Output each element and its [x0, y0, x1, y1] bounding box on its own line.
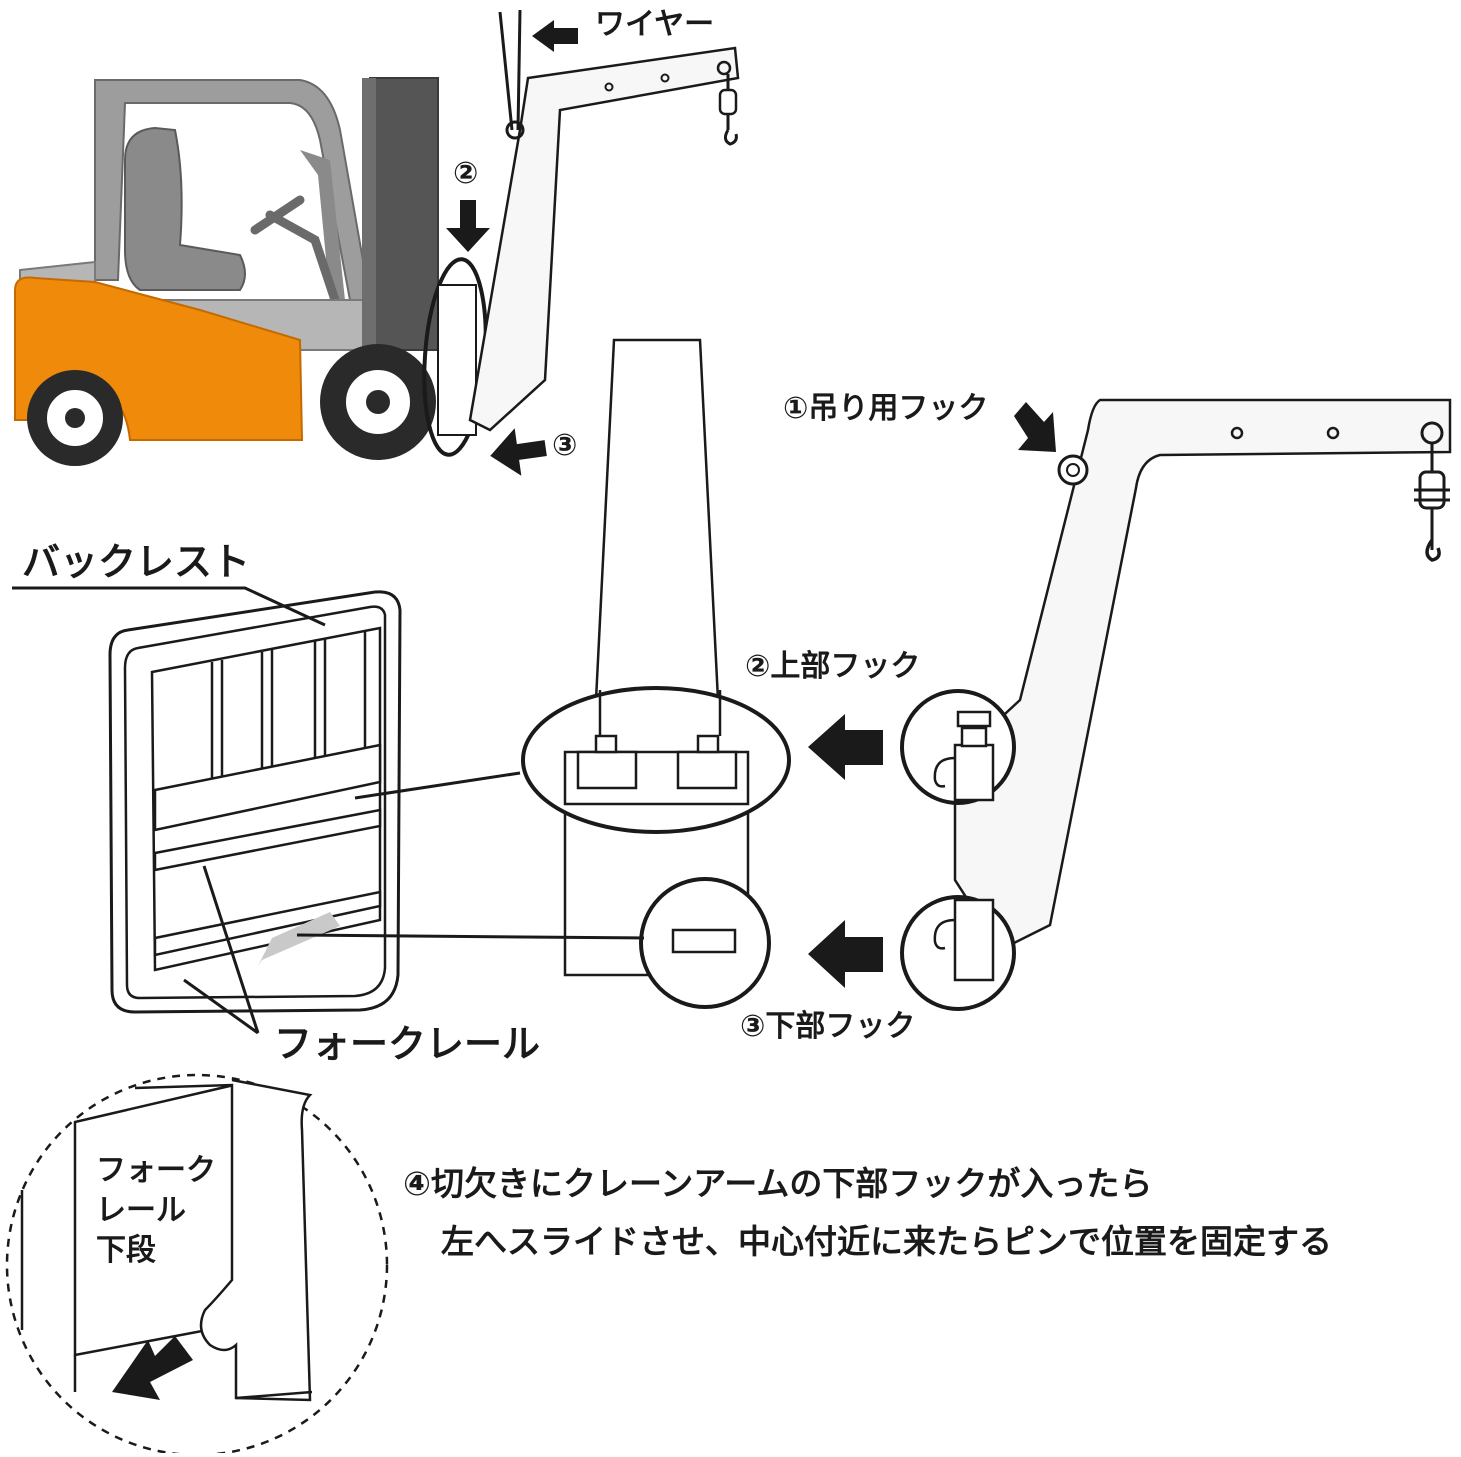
mast-front-view — [521, 338, 791, 1009]
crane-arm-illustration — [900, 398, 1452, 1011]
lower-hook-label: ③下部フック — [740, 1009, 915, 1044]
arrow-icon — [532, 20, 578, 52]
backrest-illustration — [108, 590, 402, 1014]
arrow-icon — [808, 714, 883, 780]
step2-mark: ② — [453, 156, 478, 191]
crane-arm-small — [468, 9, 740, 432]
backrest-label: バックレスト — [22, 540, 250, 584]
arrow-icon — [490, 428, 547, 476]
detail-label-line3: 下段 — [96, 1233, 156, 1268]
arrow-icon — [446, 200, 490, 252]
fork-rail-detail: フォーク レール 下段 — [5, 1073, 389, 1457]
note-line1: ④切欠きにクレーンアームの下部フックが入ったら — [403, 1164, 1152, 1203]
arrow-icon — [808, 920, 883, 988]
wire-label: ワイヤー — [595, 7, 714, 42]
detail-label-line2: レール — [96, 1193, 186, 1228]
arrow-icon — [1014, 402, 1056, 452]
arrow-icon — [112, 1336, 193, 1400]
detail-label-line1: フォーク — [96, 1153, 216, 1188]
hook-icon — [718, 74, 738, 146]
hook-icon — [1414, 443, 1450, 562]
lifting-hook-label: ①吊り用フック — [783, 391, 988, 426]
step3-mark: ③ — [552, 428, 577, 463]
upper-hook-label: ②上部フック — [745, 649, 920, 684]
forklift-illustration — [14, 77, 488, 466]
note-line2: 左へスライドさせ、中心付近に来たらピンで位置を固定する — [441, 1222, 1332, 1261]
fork-rail-label: フォークレール — [274, 1022, 540, 1066]
